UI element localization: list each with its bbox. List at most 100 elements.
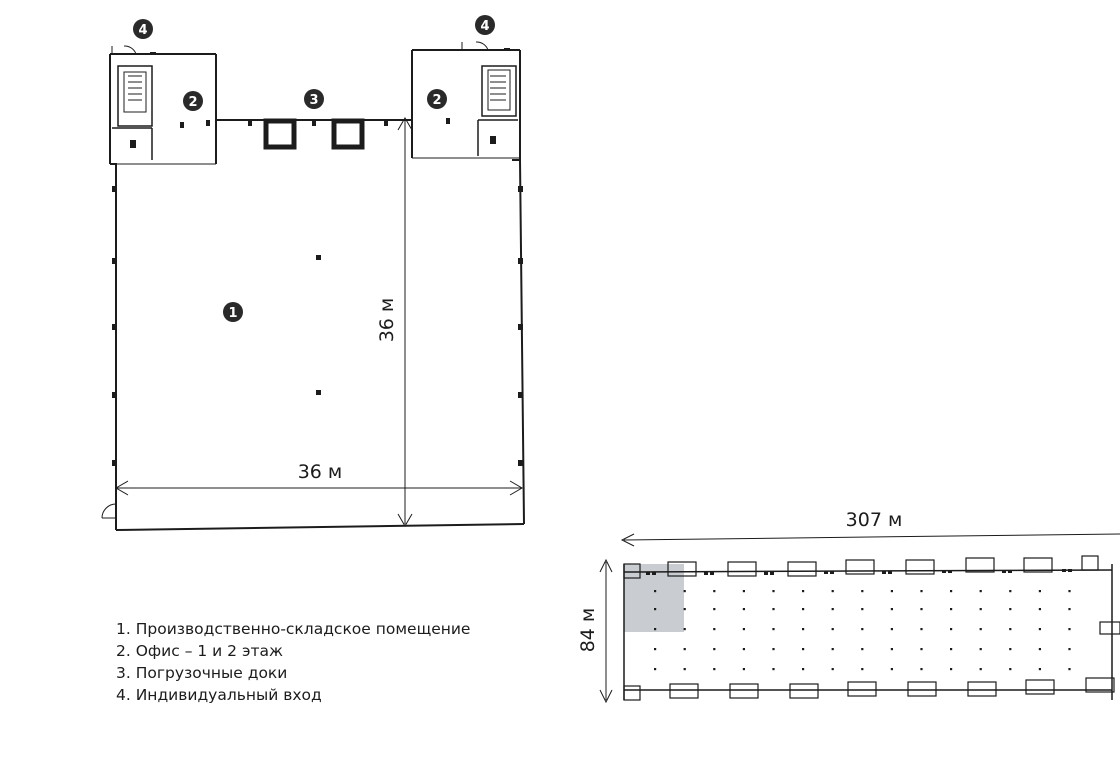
plan-dimension-lines: [115, 117, 523, 527]
site-column: [831, 608, 834, 611]
svg-text:2: 2: [432, 93, 441, 108]
svg-text:4: 4: [480, 19, 489, 34]
site-column: [1009, 668, 1012, 671]
legend-item-office: 2. Офис – 1 и 2 этаж: [116, 642, 283, 660]
site-column-grid: [654, 590, 1071, 671]
site-column: [1009, 590, 1012, 593]
svg-text:2: 2: [188, 95, 197, 110]
site-column: [654, 628, 657, 631]
site-column: [950, 648, 953, 651]
site-column: [890, 608, 893, 611]
site-column: [713, 590, 716, 593]
site-column: [861, 608, 864, 611]
site-column: [1038, 648, 1041, 651]
site-column: [890, 668, 893, 671]
site-column: [802, 608, 805, 611]
marker-entrance-right: 4: [475, 15, 495, 35]
site-column: [1009, 608, 1012, 611]
marker-entrance-left: 4: [133, 19, 153, 39]
site-column: [1038, 668, 1041, 671]
site-column: [861, 628, 864, 631]
site-column: [890, 648, 893, 651]
site-length-label: 307 м: [846, 509, 903, 531]
site-column: [742, 608, 745, 611]
site-column: [683, 648, 686, 651]
site-column: [683, 628, 686, 631]
site-column: [1068, 648, 1071, 651]
legend: 1. Производственно-складское помещение 2…: [116, 618, 470, 706]
site-column: [1068, 590, 1071, 593]
site-column: [1038, 608, 1041, 611]
site-column: [1038, 628, 1041, 631]
site-column: [742, 628, 745, 631]
site-column: [861, 668, 864, 671]
site-column: [979, 648, 982, 651]
site-column: [654, 668, 657, 671]
site-column: [742, 668, 745, 671]
site-column: [950, 668, 953, 671]
site-column: [831, 590, 834, 593]
svg-text:3: 3: [309, 93, 318, 108]
site-column: [742, 648, 745, 651]
svg-text:1: 1: [228, 306, 237, 321]
site-column: [772, 590, 775, 593]
site-column: [683, 590, 686, 593]
site-column: [920, 668, 923, 671]
site-column: [950, 590, 953, 593]
site-column: [802, 648, 805, 651]
site-column: [979, 628, 982, 631]
marker-office-left: 2: [183, 91, 203, 111]
site-column: [654, 590, 657, 593]
site-plan: [623, 555, 1120, 701]
marker-docks: 3: [304, 89, 324, 109]
marker-warehouse: 1: [223, 302, 243, 322]
site-column: [979, 668, 982, 671]
site-column: [772, 608, 775, 611]
site-column: [861, 590, 864, 593]
site-column: [920, 628, 923, 631]
legend-item-warehouse: 1. Производственно-складское помещение: [116, 620, 471, 638]
site-column: [831, 628, 834, 631]
site-highlight: [624, 564, 684, 632]
site-column: [831, 648, 834, 651]
site-column: [802, 628, 805, 631]
site-column: [772, 668, 775, 671]
site-dimension-lines: [599, 533, 1120, 704]
site-column: [802, 668, 805, 671]
site-column: [1068, 628, 1071, 631]
site-column: [772, 628, 775, 631]
marker-office-right: 2: [427, 89, 447, 109]
plan-width-label: 36 м: [298, 461, 343, 483]
svg-text:4: 4: [138, 23, 147, 38]
site-column: [1009, 648, 1012, 651]
site-column: [861, 648, 864, 651]
site-column: [654, 608, 657, 611]
site-column: [1068, 608, 1071, 611]
site-column: [713, 668, 716, 671]
site-column: [713, 628, 716, 631]
site-column: [950, 608, 953, 611]
legend-item-docks: 3. Погрузочные доки: [116, 664, 288, 682]
site-column: [920, 590, 923, 593]
site-column: [713, 608, 716, 611]
site-column: [1038, 590, 1041, 593]
site-docks-small: [646, 569, 1072, 575]
site-column: [890, 590, 893, 593]
site-column: [654, 648, 657, 651]
site-column: [802, 590, 805, 593]
site-column: [890, 628, 893, 631]
site-column: [683, 608, 686, 611]
site-width-label: 84 м: [577, 608, 599, 653]
site-column: [979, 608, 982, 611]
site-column: [979, 590, 982, 593]
site-column: [1068, 668, 1071, 671]
site-column: [742, 590, 745, 593]
site-column: [920, 648, 923, 651]
legend-item-entrance: 4. Индивидуальный вход: [116, 686, 322, 704]
columns: [112, 48, 523, 466]
warehouse-walls: [101, 41, 525, 531]
site-column: [920, 608, 923, 611]
site-column: [683, 668, 686, 671]
site-column: [772, 648, 775, 651]
